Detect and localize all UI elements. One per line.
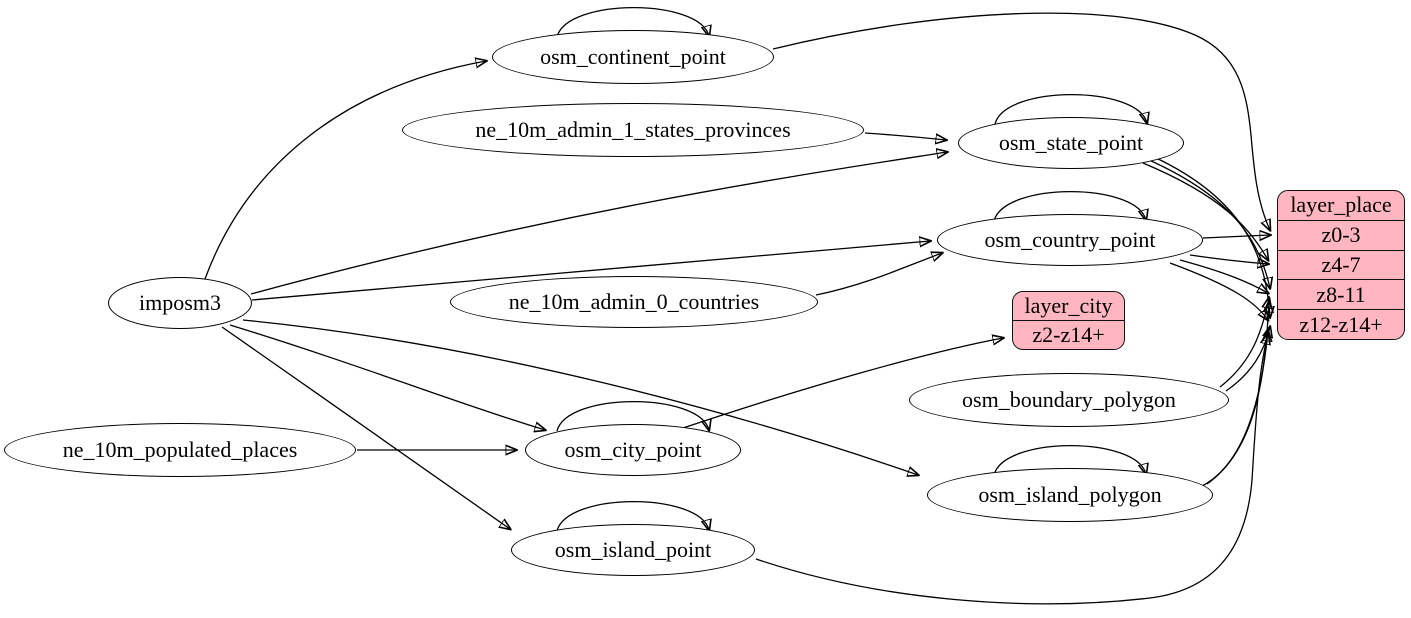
edge-ne-10m-admin-0-to-osm-country-point <box>815 253 942 296</box>
edge-osm-country-point-to-layer-place-z0-3 <box>1202 235 1270 238</box>
record-row-z4-7: z4-7 <box>1278 249 1404 280</box>
self-loop-osm-country-point <box>993 191 1146 221</box>
edge-osm-country-point-to-layer-place-z4-7 <box>1189 254 1268 264</box>
node-label: osm_country_point <box>984 227 1156 252</box>
node-label: ne_10m_admin_0_countries <box>508 289 760 314</box>
node-label: osm_continent_point <box>540 44 726 69</box>
node-osm-island-polygon: osm_island_polygon <box>927 468 1213 522</box>
record-title-layer-city: layer_city <box>1024 293 1113 318</box>
self-loop-osm-continent-point <box>556 7 709 37</box>
record-layer-place: layer_place z0-3 z4-7 z8-11 z12-z14+ <box>1277 190 1405 340</box>
record-row-z2-z14: z2-z14+ <box>1013 320 1124 349</box>
node-label: osm_island_polygon <box>978 482 1162 507</box>
record-row-z8-11: z8-11 <box>1278 279 1404 309</box>
node-ne-10m-admin-0-countries: ne_10m_admin_0_countries <box>450 276 818 328</box>
node-label: osm_city_point <box>564 437 702 462</box>
record-row-z0-3: z0-3 <box>1278 219 1404 250</box>
node-label: osm_boundary_polygon <box>962 387 1176 412</box>
node-label: ne_10m_admin_1_states_provinces <box>475 117 791 142</box>
node-osm-island-point: osm_island_point <box>511 524 755 576</box>
self-loop-osm-city-point <box>556 401 709 431</box>
self-loop-osm-state-point <box>994 94 1147 124</box>
node-osm-continent-point: osm_continent_point <box>492 30 774 84</box>
edge-osm-country-point-to-layer-place-z12-z14 <box>1169 262 1268 320</box>
edge-osm-city-point-to-layer-city-z2-z14 <box>679 338 1003 430</box>
node-imposm3: imposm3 <box>108 277 252 329</box>
node-label: ne_10m_populated_places <box>62 437 298 462</box>
node-label: imposm3 <box>139 290 221 315</box>
node-osm-country-point: osm_country_point <box>937 214 1203 266</box>
edge-osm-island-polygon-to-layer-place-z12-z14 <box>1197 331 1268 489</box>
node-label: osm_state_point <box>998 130 1144 155</box>
edge-imposm3-to-osm-island-polygon <box>242 319 918 475</box>
edge-imposm3-to-osm-continent-point <box>204 61 486 280</box>
node-ne-10m-admin-1-states-provinces: ne_10m_admin_1_states_provinces <box>402 103 864 157</box>
edge-imposm3-to-osm-city-point <box>229 324 545 430</box>
edge-osm-continent-point-to-layer-place-z0-3 <box>772 12 1270 230</box>
record-layer-city: layer_city z2-z14+ <box>1012 291 1125 350</box>
node-osm-state-point: osm_state_point <box>958 117 1184 169</box>
self-loop-osm-island-polygon <box>993 445 1146 475</box>
record-title-layer-place: layer_place <box>1290 192 1392 218</box>
node-ne-10m-populated-places: ne_10m_populated_places <box>4 423 356 477</box>
edge-imposm3-to-osm-state-point <box>250 152 947 295</box>
edge-osm-country-point-to-layer-place-z8-11 <box>1179 259 1268 293</box>
edge-imposm3-to-osm-island-point <box>221 326 510 529</box>
edge-ne-10m-admin-1-to-osm-state-point <box>864 132 946 140</box>
node-osm-boundary-polygon: osm_boundary_polygon <box>909 373 1229 427</box>
edge-osm-island-point-to-layer-place-z12-z14 <box>755 334 1268 605</box>
node-osm-city-point: osm_city_point <box>525 424 741 476</box>
node-label: osm_island_point <box>554 537 712 562</box>
self-loop-osm-island-point <box>556 501 709 531</box>
record-row-z12-z14: z12-z14+ <box>1278 309 1404 339</box>
